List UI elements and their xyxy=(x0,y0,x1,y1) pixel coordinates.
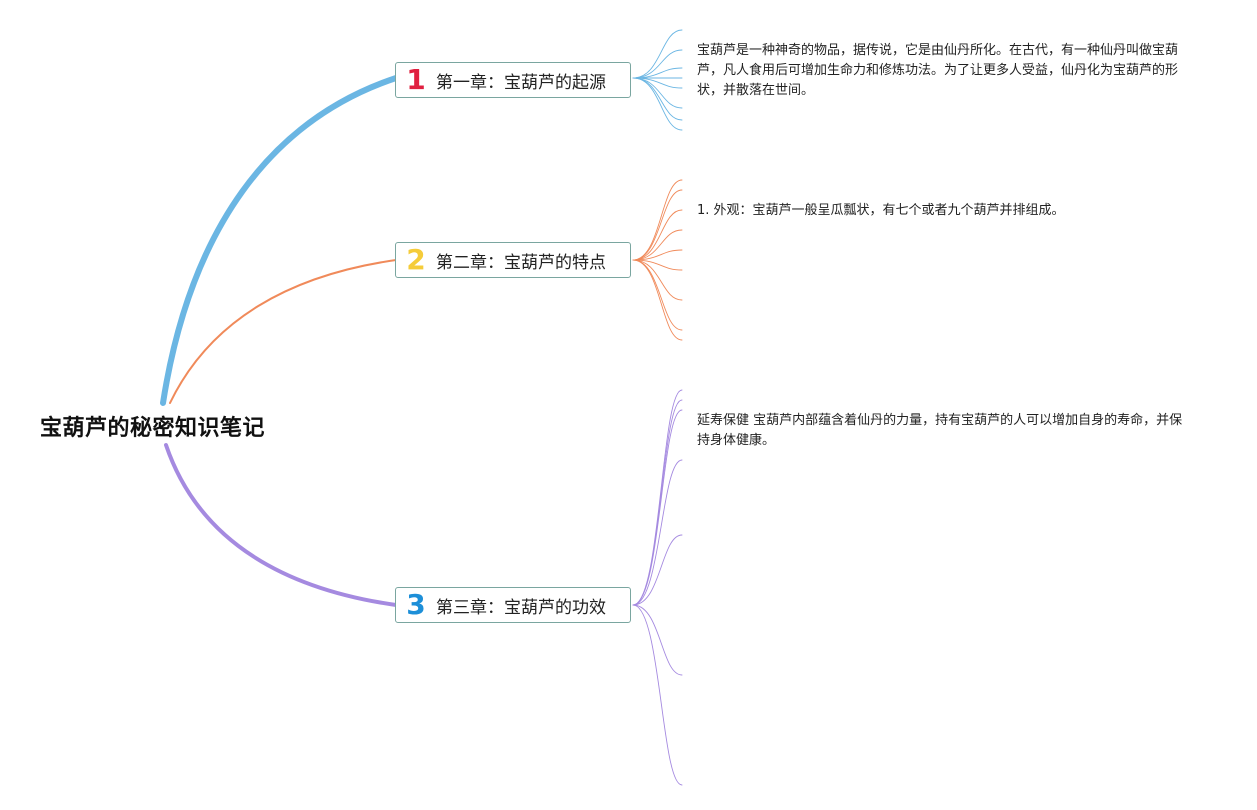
root-topic[interactable]: 宝葫芦的秘密知识笔记 xyxy=(40,416,266,441)
number-2-icon: 2 xyxy=(406,243,426,276)
number-3-icon: 3 xyxy=(406,588,426,621)
chapter-3-node[interactable]: 3 第三章：宝葫芦的功效 xyxy=(395,587,631,623)
leaf-connector-1-6 xyxy=(632,77,683,109)
leaf-connector-3-1 xyxy=(632,389,683,606)
leaf-connector-2-9 xyxy=(632,259,683,341)
leaf-connector-2-7 xyxy=(632,259,683,301)
leaf-connector-2-2 xyxy=(632,189,683,261)
leaf-connector-3-4 xyxy=(632,459,683,606)
leaf-connector-1-1 xyxy=(632,29,683,79)
leaf-connector-2-4 xyxy=(632,229,683,261)
chapter-2-label: 第二章：宝葫芦的特点 xyxy=(436,252,606,273)
number-1-icon: 1 xyxy=(406,63,426,96)
chapter-3-content[interactable]: 延寿保健 宝葫芦内部蕴含着仙丹的力量，持有宝葫芦的人可以增加自身的寿命，并保持身… xyxy=(697,413,1183,448)
leaf-connector-3-5 xyxy=(632,534,683,606)
leaf-connector-2-5 xyxy=(632,249,683,261)
chapter-2-content[interactable]: 1. 外观：宝葫芦一般呈瓜瓢状，有七个或者九个葫芦并排组成。 xyxy=(697,203,1065,218)
leaf-connector-3-2 xyxy=(632,399,683,606)
branch-3-line xyxy=(164,443,398,607)
leaf-connector-1-8 xyxy=(632,77,683,131)
leaf-connector-3-6 xyxy=(632,604,683,676)
chapter-2-node[interactable]: 2 第二章：宝葫芦的特点 xyxy=(395,242,631,278)
leaf-connector-3-3 xyxy=(632,409,683,606)
leaf-connector-2-1 xyxy=(632,179,683,261)
branch-2-line xyxy=(169,259,397,404)
chapter-1-label: 第一章：宝葫芦的起源 xyxy=(436,72,606,93)
chapter-1-node[interactable]: 1 第一章：宝葫芦的起源 xyxy=(395,62,631,98)
leaf-connector-2-3 xyxy=(632,209,683,261)
leaf-connector-3-7 xyxy=(632,604,683,786)
leaf-connector-2-8 xyxy=(632,259,683,331)
leaf-connector-1-2 xyxy=(632,49,683,79)
chapter-3-label: 第三章：宝葫芦的功效 xyxy=(436,597,606,618)
chapter-1-content[interactable]: 宝葫芦是一种神奇的物品，据传说，它是由仙丹所化。在古代，有一种仙丹叫做宝葫芦，凡… xyxy=(697,43,1179,98)
branch-1-line xyxy=(160,75,399,406)
